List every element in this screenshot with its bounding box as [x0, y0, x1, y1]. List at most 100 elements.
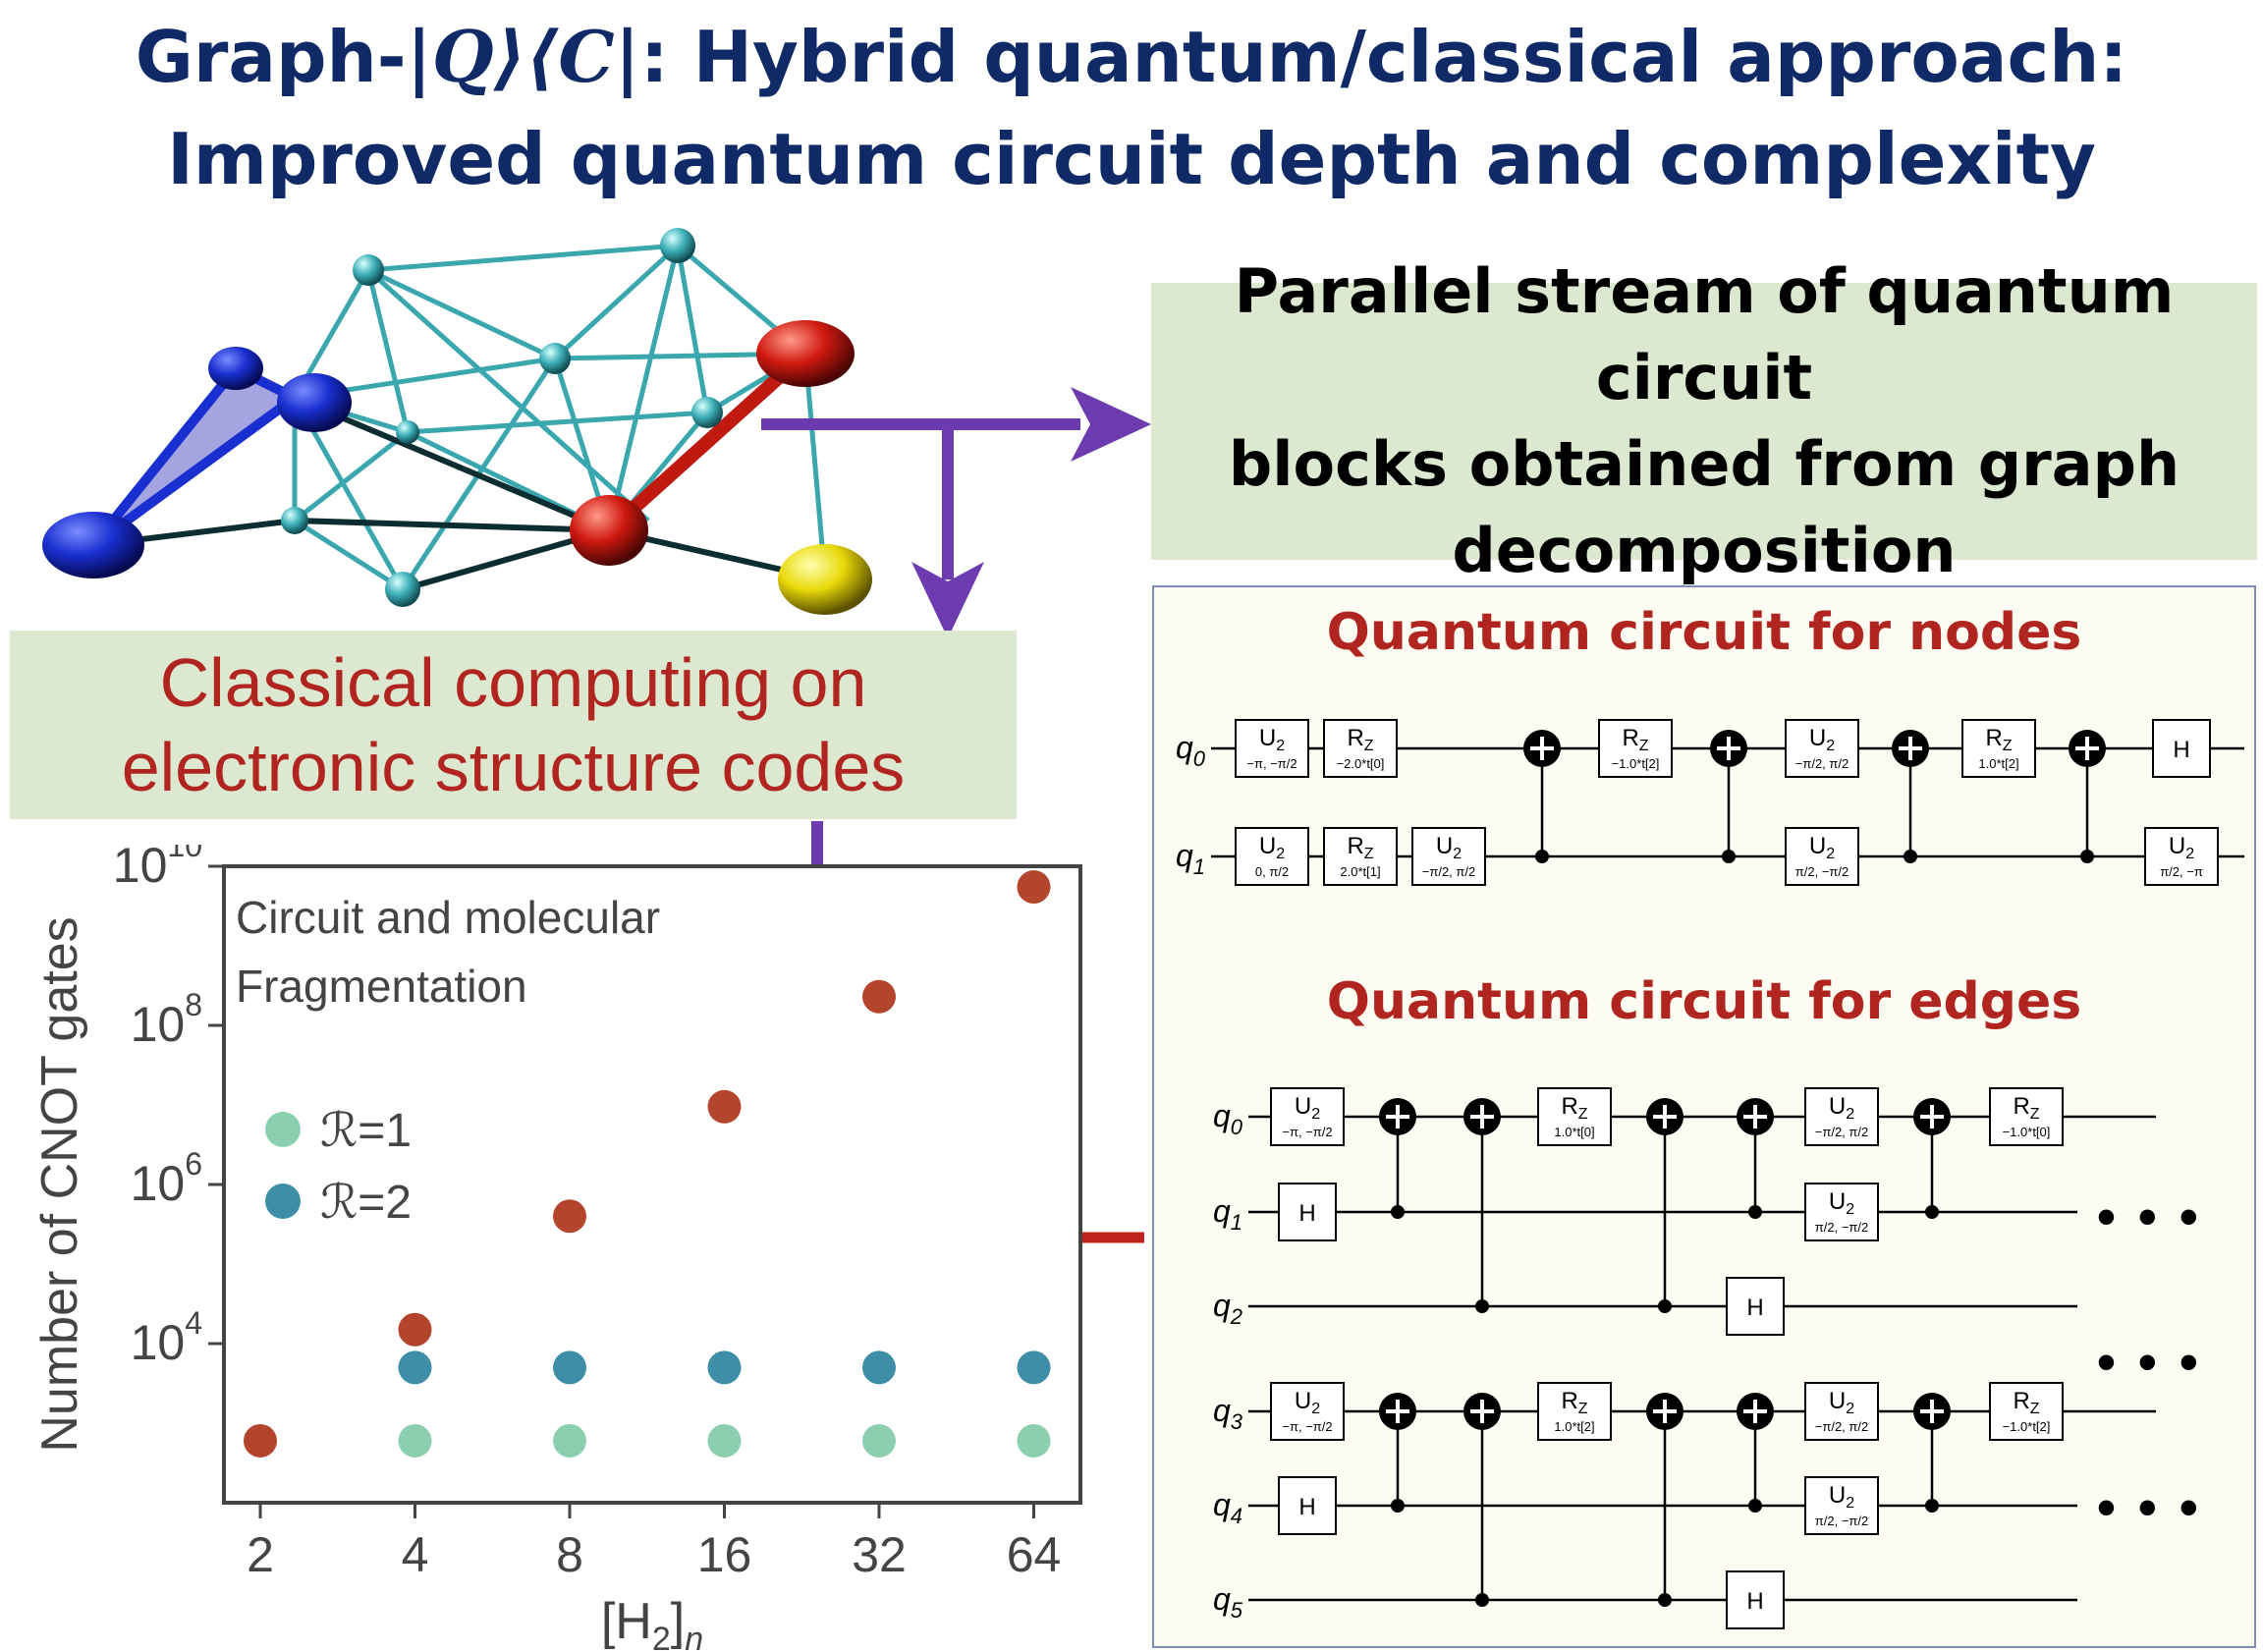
blue-atom-small	[208, 347, 263, 390]
point-s1-32	[862, 1423, 896, 1458]
y-axis-label: Number of CNOT gates	[31, 916, 88, 1452]
svg-text:−π, −π/2: −π, −π/2	[1282, 1419, 1332, 1434]
nodes-circuit-title: Quantum circuit for nodes	[1326, 603, 2082, 662]
gate-h-3: H	[1726, 1277, 1785, 1336]
gate-u2-2: U20, π/2	[1235, 827, 1309, 886]
x-tick-label-4: 4	[402, 1527, 429, 1582]
x-tick-label-8: 8	[556, 1527, 583, 1582]
svg-text:π/2, −π/2: π/2, −π/2	[1815, 1514, 1868, 1528]
cnot-nodes-3	[2069, 730, 2106, 863]
point-s1-64	[1017, 1423, 1051, 1458]
svg-text:−π, −π/2: −π, −π/2	[1246, 756, 1297, 771]
x-axis-label: [H2]n	[601, 1593, 703, 1652]
point-s3-32	[862, 979, 896, 1014]
svg-text:1.0*t[2]: 1.0*t[2]	[1978, 756, 2018, 771]
wire-label-q0: q0	[1213, 1098, 1243, 1139]
cnot-edges-2	[1646, 1098, 1683, 1313]
point-s3-8	[553, 1199, 586, 1234]
y-tick-label-4: 104	[131, 1305, 202, 1370]
gate-rz-9: RZ1.0*t[2]	[1537, 1382, 1612, 1441]
title-line-2: Improved quantum circuit depth and compl…	[167, 118, 2096, 200]
cnot-nodes-0	[1523, 730, 1561, 863]
point-s2-64	[1017, 1350, 1051, 1385]
legend-marker-2	[265, 1184, 301, 1219]
blue-atom-large	[42, 512, 144, 578]
wire-label-q1: q1	[1213, 1193, 1242, 1235]
ellipsis-1: • • •	[2097, 1187, 2202, 1246]
gate-u2-12: U2π/2, −π/2	[1804, 1476, 1879, 1535]
cnot-edges-7	[1646, 1393, 1683, 1607]
ellipsis-3: • • •	[2097, 1478, 2202, 1537]
gate-u2-0: U2−π, −π/2	[1235, 719, 1309, 778]
gate-rz-6: RZ−1.0*t[0]	[1989, 1087, 2064, 1146]
gate-h-9: H	[2152, 719, 2211, 778]
circuit-panel: Quantum circuit for nodes Quantum circui…	[1152, 585, 2256, 1648]
y-tick-label-6: 106	[131, 1146, 202, 1211]
classical-line-2: electronic structure codes	[121, 729, 906, 805]
ellipsis-2: • • •	[2097, 1333, 2202, 1392]
cnot-edges-4	[1913, 1098, 1951, 1219]
svg-text:1.0*t[2]: 1.0*t[2]	[1554, 1419, 1594, 1434]
cnot-edges-9	[1913, 1393, 1951, 1513]
svg-text:−2.0*t[0]: −2.0*t[0]	[1337, 756, 1385, 771]
svg-text:U2: U2	[1295, 1388, 1320, 1417]
red-fragment-bond	[604, 348, 810, 536]
x-tick-label-2: 2	[247, 1527, 274, 1582]
page-title: Graph-|Q⟩⟨C|: Hybrid quantum/classical a…	[0, 6, 2263, 210]
chart-frame	[222, 864, 1082, 1505]
svg-text:−1.0*t[2]: −1.0*t[2]	[1612, 756, 1660, 771]
gate-u2-10: U2π/2, −π	[2144, 827, 2219, 886]
point-s1-4	[398, 1423, 432, 1458]
point-s3-2	[244, 1423, 277, 1458]
chart-annotation-line-2: Fragmentation	[236, 961, 527, 1012]
cnot-edges-1	[1463, 1098, 1501, 1313]
gate-rz-2: RZ1.0*t[0]	[1537, 1087, 1612, 1146]
gate-u2-5: U2π/2, −π/2	[1804, 1183, 1879, 1241]
point-s2-8	[553, 1350, 586, 1385]
legend-marker-1	[265, 1112, 301, 1147]
parallel-line-3: decomposition	[1452, 515, 1957, 586]
gate-u2-7: U2π/2, −π/2	[1785, 827, 1859, 886]
x-tick-label-32: 32	[852, 1527, 907, 1582]
svg-text:π/2, −π: π/2, −π	[2160, 864, 2203, 879]
gate-h-8: H	[1278, 1476, 1337, 1535]
cnot-edges-0	[1379, 1098, 1416, 1219]
svg-text:H: H	[1298, 1494, 1315, 1520]
point-s1-8	[553, 1423, 586, 1458]
title-prefix: Graph-	[135, 16, 407, 98]
point-s3-64	[1017, 870, 1051, 905]
gate-rz-8: RZ1.0*t[2]	[1961, 719, 2036, 778]
title-line-1: Graph-|Q⟩⟨C|: Hybrid quantum/classical a…	[0, 6, 2263, 108]
yellow-atom	[778, 544, 872, 615]
cnot-edges-8	[1737, 1393, 1774, 1513]
parallel-line-1: Parallel stream of quantum circuit	[1234, 255, 2175, 413]
point-s3-4	[398, 1312, 432, 1347]
edges-circuit-title: Quantum circuit for edges	[1326, 972, 2082, 1031]
wire-label-q2: q2	[1213, 1288, 1242, 1329]
gate-rz-1: RZ−2.0*t[0]	[1323, 719, 1398, 778]
legend-label-1: ℛ=1	[320, 1105, 412, 1157]
cnot-edges-5	[1379, 1393, 1416, 1513]
svg-text:−π/2, π/2: −π/2, π/2	[1815, 1419, 1868, 1434]
gate-h-1: H	[1278, 1183, 1337, 1241]
y-tick-label-10: 1010	[113, 845, 202, 893]
svg-text:−1.0*t[0]: −1.0*t[0]	[2003, 1125, 2051, 1139]
parallel-stream-box: Parallel stream of quantum circuit block…	[1151, 255, 2257, 586]
x-tick-label-16: 16	[697, 1527, 752, 1582]
svg-text:π/2, −π/2: π/2, −π/2	[1815, 1220, 1868, 1235]
svg-text:1.0*t[0]: 1.0*t[0]	[1554, 1125, 1594, 1139]
gate-rz-13: RZ−1.0*t[2]	[1989, 1382, 2064, 1441]
gate-u2-11: U2−π/2, π/2	[1804, 1382, 1879, 1441]
svg-text:0, π/2: 0, π/2	[1255, 864, 1289, 879]
svg-text:−π/2, π/2: −π/2, π/2	[1795, 756, 1849, 771]
svg-text:H: H	[1746, 1588, 1763, 1615]
molecule-bonds	[292, 243, 828, 592]
gate-rz-5: RZ−1.0*t[2]	[1598, 719, 1673, 778]
wire-label-q1: q1	[1176, 838, 1205, 879]
gate-u2-4: U2−π/2, π/2	[1411, 827, 1486, 886]
classical-line-1: Classical computing on	[159, 644, 867, 721]
blue-atom-medium	[277, 373, 352, 432]
cyan-atoms	[281, 228, 723, 607]
